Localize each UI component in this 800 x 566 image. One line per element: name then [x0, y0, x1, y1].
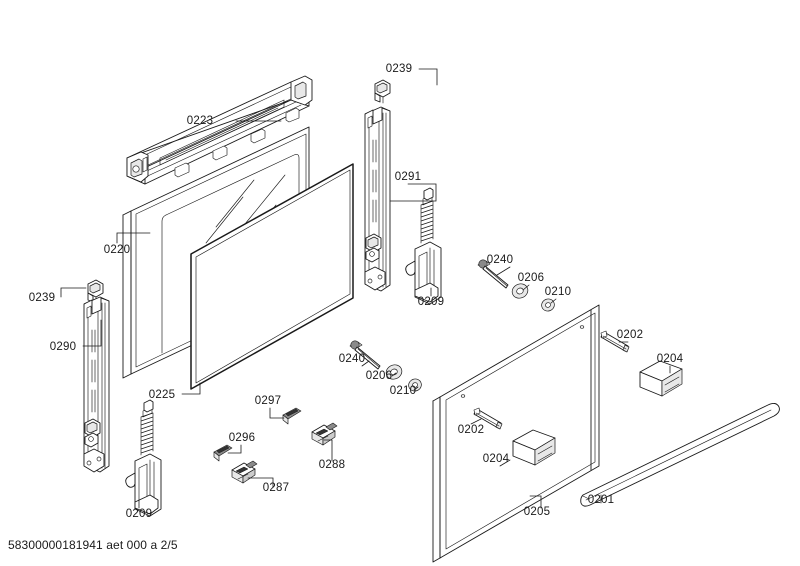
part-0290-door-side-rail-left [83, 296, 110, 473]
part-0209-door-lock-spring-right [405, 187, 442, 305]
part-0239-hinge-cap-right [374, 79, 391, 104]
label-0239-right: 0239 [386, 63, 412, 75]
label-0240-lower: 0240 [339, 353, 365, 365]
part-0291-door-side-rail-right [364, 106, 391, 292]
part-0201-door-handle-bar [580, 402, 780, 507]
part-0240-screw-upper [477, 259, 509, 289]
label-0291: 0291 [395, 171, 421, 183]
part-0225-inner-door-glass [190, 163, 354, 390]
part-number-labels: 0223 0239 0291 0220 0209 0240 0206 0210 … [29, 63, 684, 520]
label-0205: 0205 [524, 506, 550, 518]
part-0210-nut-lower [408, 378, 422, 392]
label-0240-upper: 0240 [487, 254, 513, 266]
leader-lines [60, 68, 671, 509]
label-0209-left: 0209 [126, 508, 152, 520]
label-0290: 0290 [50, 341, 76, 353]
drawing-footer-text: 58300000181941 aet 000 a 2/5 [8, 538, 178, 552]
part-0204-spacer-block-lower [512, 429, 556, 466]
part-0206-washer-upper [511, 283, 529, 299]
part-0287-bracket-left [231, 460, 258, 484]
part-0297-clip-small-upper [282, 407, 302, 425]
label-0210-upper: 0210 [545, 286, 571, 298]
part-0204-spacer-block-upper [639, 360, 683, 397]
part-0202-pin-lower [473, 407, 503, 430]
label-0223: 0223 [187, 115, 213, 127]
label-0206-lower: 0206 [366, 370, 392, 382]
label-0287: 0287 [263, 482, 289, 494]
label-0206-upper: 0206 [518, 272, 544, 284]
part-0209-door-lock-spring-left [125, 399, 162, 517]
label-0209-right: 0209 [418, 296, 444, 308]
label-0296: 0296 [229, 432, 255, 444]
label-0204-upper: 0204 [657, 353, 684, 365]
label-0288: 0288 [319, 459, 345, 471]
part-0205-inner-panel [432, 304, 600, 563]
label-0210-lower: 0210 [390, 385, 416, 397]
label-0201: 0201 [588, 494, 614, 506]
label-0202-upper: 0202 [617, 329, 643, 341]
label-0220: 0220 [104, 244, 130, 256]
part-0202-pin-upper [600, 330, 630, 353]
part-0296-clip-small-lower [213, 444, 233, 462]
part-0210-nut-upper [541, 298, 555, 312]
label-0225: 0225 [149, 389, 175, 401]
label-0202-lower: 0202 [458, 424, 484, 436]
part-0288-bracket-right [311, 422, 338, 446]
label-0297: 0297 [255, 395, 281, 407]
label-0204-lower: 0204 [483, 453, 510, 465]
part-0240-screw-lower [349, 340, 381, 370]
label-0239-left: 0239 [29, 292, 55, 304]
